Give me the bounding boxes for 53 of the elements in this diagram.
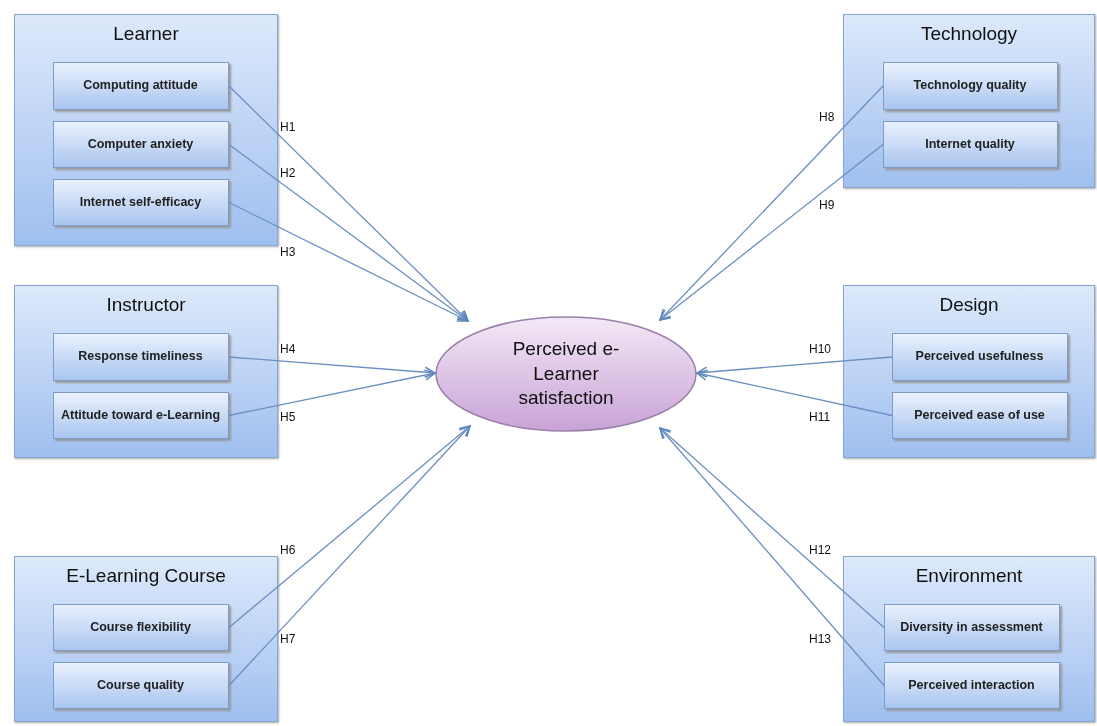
- arrow: [228, 425, 471, 687]
- factor-label: Perceived interaction: [907, 676, 1036, 694]
- group-title: Instructor: [105, 294, 187, 316]
- factor-box: [52, 178, 229, 226]
- factor-label: Computer anxiety: [86, 135, 195, 153]
- arrow: [228, 143, 469, 322]
- factor-box: [52, 332, 229, 381]
- factor-box: [891, 391, 1068, 439]
- factor-box: [883, 661, 1060, 709]
- factor-label: Response timeliness: [77, 348, 204, 365]
- group-box: [843, 14, 1095, 188]
- group-title: E-Learning Course: [65, 565, 227, 587]
- group-title: Design: [938, 294, 1000, 316]
- group-title: Environment: [914, 565, 1024, 587]
- factor-label: Course flexibility: [89, 618, 192, 636]
- arrow: [228, 356, 436, 378]
- arrow: [659, 427, 885, 629]
- group-box: [843, 285, 1095, 458]
- factor-box: [883, 603, 1060, 651]
- factor-box: [52, 603, 229, 651]
- factor-label: Internet quality: [924, 135, 1016, 153]
- group-box: [14, 556, 278, 722]
- arrow: [228, 201, 469, 322]
- factor-box: [52, 661, 229, 709]
- factor-box: [882, 61, 1058, 110]
- arrow: [228, 85, 469, 322]
- group-box: [14, 285, 278, 458]
- group-title: Learner: [112, 23, 180, 45]
- factor-box: [52, 120, 229, 168]
- arrow: [696, 369, 893, 417]
- arrow: [659, 143, 884, 321]
- factor-label: Technology quality: [912, 77, 1028, 94]
- factor-label: Perceived usefulness: [914, 348, 1045, 365]
- factor-box: [891, 332, 1068, 381]
- factor-label: Diversity in assessment: [899, 618, 1044, 636]
- factor-label: Perceived ease of use: [913, 406, 1046, 424]
- arrow: [659, 427, 885, 687]
- factor-label: Computing attitude: [82, 77, 199, 94]
- factor-label: Attitude toward e-Learning: [60, 406, 221, 424]
- arrow: [696, 356, 893, 378]
- arrow: [228, 425, 471, 629]
- group-box: [14, 14, 278, 246]
- arrow: [659, 85, 884, 321]
- factor-box: [52, 61, 229, 110]
- outcome-ellipse: [435, 316, 697, 432]
- group-title: Technology: [919, 23, 1019, 45]
- outcome-label: Perceived e-Learner satisfaction: [511, 336, 621, 411]
- group-box: [843, 556, 1095, 722]
- factor-box: [52, 391, 229, 439]
- arrow: [228, 369, 436, 417]
- factor-label: Internet self-efficacy: [78, 193, 203, 211]
- factor-box: [882, 120, 1058, 168]
- factor-label: Course quality: [96, 676, 185, 694]
